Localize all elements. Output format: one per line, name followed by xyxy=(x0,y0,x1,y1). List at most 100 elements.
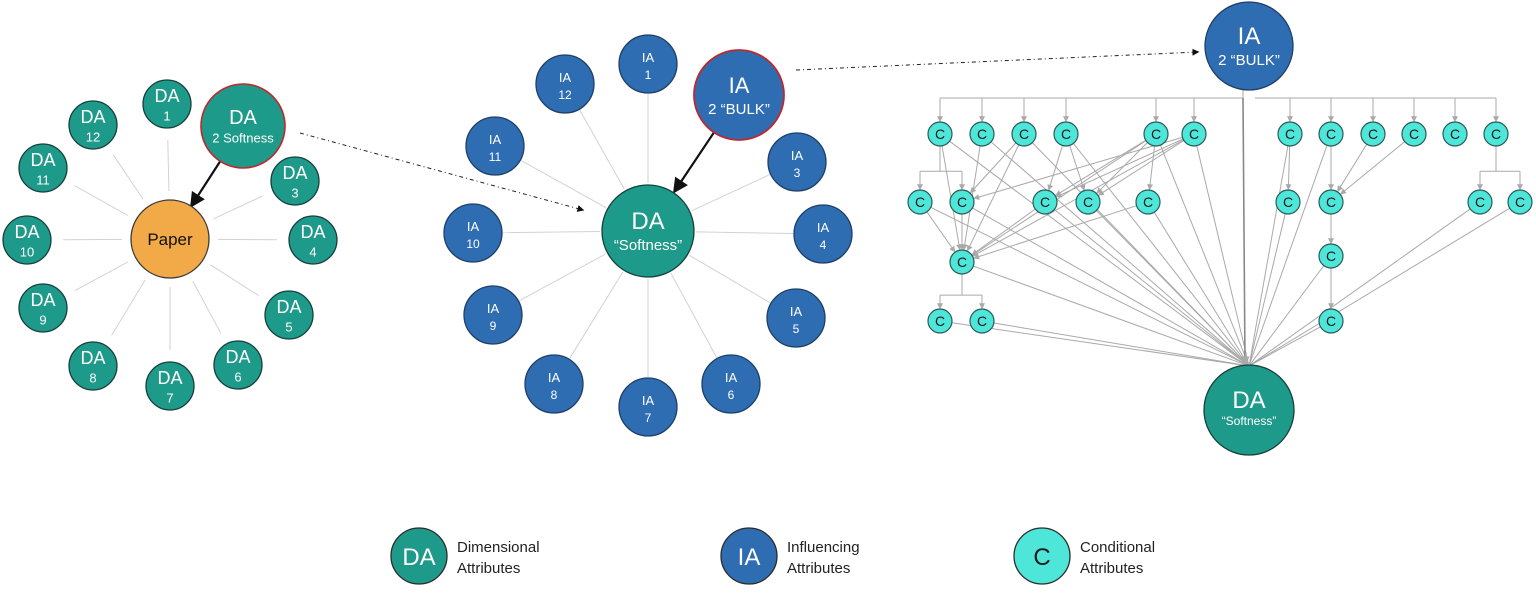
left-spoke xyxy=(192,281,222,334)
dimensional-node-shape xyxy=(145,361,195,411)
influencing-node-label: IA xyxy=(487,301,500,316)
conditional-node-shape xyxy=(1032,189,1058,215)
influencing-node: IA6 xyxy=(701,354,761,414)
influencing-node-sublabel: 3 xyxy=(794,166,801,180)
middle-spoke xyxy=(695,231,794,234)
influencing-node: IA5 xyxy=(766,288,826,348)
to-softness-arrow xyxy=(949,140,1248,366)
dimensional-node-label: DA xyxy=(276,297,301,317)
influencing-node-shape xyxy=(443,203,503,263)
left-spoke xyxy=(210,264,259,297)
to-softness-arrow xyxy=(1250,207,1510,366)
legend-label-line1: Influencing xyxy=(787,539,860,556)
middle-spoke xyxy=(689,254,771,304)
condition-arrow xyxy=(1097,140,1185,196)
left-to-middle-connector xyxy=(299,132,585,212)
influencing-bulk-node: IA2 “BULK” xyxy=(1204,1,1294,91)
influencing-node: IA7 xyxy=(618,377,678,437)
conditional-node: C xyxy=(1075,189,1101,215)
to-softness-arrow xyxy=(1196,145,1250,365)
dimensional-node-shape xyxy=(68,100,118,150)
condition-arrow xyxy=(1147,145,1156,191)
conditional-node-shape xyxy=(1053,121,1079,147)
to-softness-arrow xyxy=(973,265,1248,366)
legend-label-line1: Dimensional xyxy=(457,539,540,556)
left-spoke xyxy=(213,195,263,220)
influencing-node-shape xyxy=(793,204,853,264)
to-softness-arrow xyxy=(951,322,1248,367)
conditional-node: C xyxy=(1507,189,1533,215)
influencing-node-label: IA xyxy=(642,50,655,65)
dimensional-node-label: DA xyxy=(14,222,39,242)
influencing-node-highlight-shape xyxy=(693,49,785,141)
conditional-node: C xyxy=(1318,189,1344,215)
middle-spoke xyxy=(670,272,718,358)
legend-label-line2: Attributes xyxy=(1080,560,1143,577)
to-softness-arrow xyxy=(1096,210,1248,365)
influencing-node-label: IA xyxy=(817,220,830,235)
conditional-node-label: C xyxy=(1326,313,1336,329)
conditional-node-shape xyxy=(1318,243,1344,269)
to-softness-arrow xyxy=(1248,213,1286,365)
conditional-node-shape xyxy=(1483,121,1509,147)
influencing-node: IA3 xyxy=(767,132,827,192)
bracket-b xyxy=(940,274,982,296)
influencing-node-sublabel: 1 xyxy=(645,68,652,82)
conditional-node: C xyxy=(1318,308,1344,334)
conditional-node-label: C xyxy=(1189,126,1199,142)
dimensional-node-shape xyxy=(270,156,320,206)
dimensional-center-node-sublabel: “Softness” xyxy=(614,237,682,254)
conditional-node-label: C xyxy=(1409,126,1419,142)
influencing-bulk-node-sublabel: 2 “BULK” xyxy=(1218,52,1280,69)
dimensional-node-shape xyxy=(68,341,118,391)
influencing-node-shape xyxy=(767,132,827,192)
influencing-node-shape xyxy=(463,285,523,345)
dimensional-node-sublabel: 11 xyxy=(36,172,50,187)
dimensional-center-node: DA“Softness” xyxy=(601,184,695,278)
dimensional-node-label: DA xyxy=(300,222,325,242)
influencing-bulk-node-shape xyxy=(1204,1,1294,91)
conditional-node-label: C xyxy=(1450,126,1460,142)
condition-arrow xyxy=(1337,143,1368,192)
to-softness-arrow xyxy=(990,141,1248,366)
dimensional-node-sublabel: 1 xyxy=(163,108,170,123)
influencing-node-shape xyxy=(618,377,678,437)
conditional-node: C xyxy=(969,121,995,147)
conditional-node-shape xyxy=(1075,189,1101,215)
conditional-node-shape xyxy=(949,249,975,275)
influencing-node-label: IA xyxy=(548,370,561,385)
conditional-node: C xyxy=(1011,121,1037,147)
conditional-node-shape xyxy=(927,121,953,147)
conditional-node-label: C xyxy=(977,126,987,142)
dimensional-node-sublabel: 4 xyxy=(309,244,316,259)
dimensional-node: DA3 xyxy=(270,156,320,206)
dimensional-node-shape xyxy=(213,340,263,390)
conditional-node-shape xyxy=(927,308,953,334)
bracket-c xyxy=(1480,146,1520,172)
condition-arrow xyxy=(1340,141,1406,195)
bracket-a xyxy=(920,146,962,172)
condition-arrow xyxy=(1069,145,1086,191)
conditional-node-shape xyxy=(1135,189,1161,215)
conditional-node-shape xyxy=(1318,121,1344,147)
conditional-node: C xyxy=(1318,121,1344,147)
conditional-node: C xyxy=(1360,121,1386,147)
conditional-node: C xyxy=(949,249,975,275)
condition-arrow xyxy=(1055,139,1147,196)
left-highlight-arrow xyxy=(190,160,222,208)
conditional-node: C xyxy=(1483,121,1509,147)
dimensional-node-shape xyxy=(142,79,192,129)
middle-spoke xyxy=(502,231,601,234)
influencing-node-shape xyxy=(618,34,678,94)
conditional-node-shape xyxy=(1143,121,1169,147)
influencing-node-shape xyxy=(524,354,584,414)
paper-node-shape xyxy=(130,199,210,279)
middle-highlight-arrow xyxy=(672,130,716,194)
highlight-arrows xyxy=(190,48,1200,212)
dimensional-center-node-shape xyxy=(601,184,695,278)
